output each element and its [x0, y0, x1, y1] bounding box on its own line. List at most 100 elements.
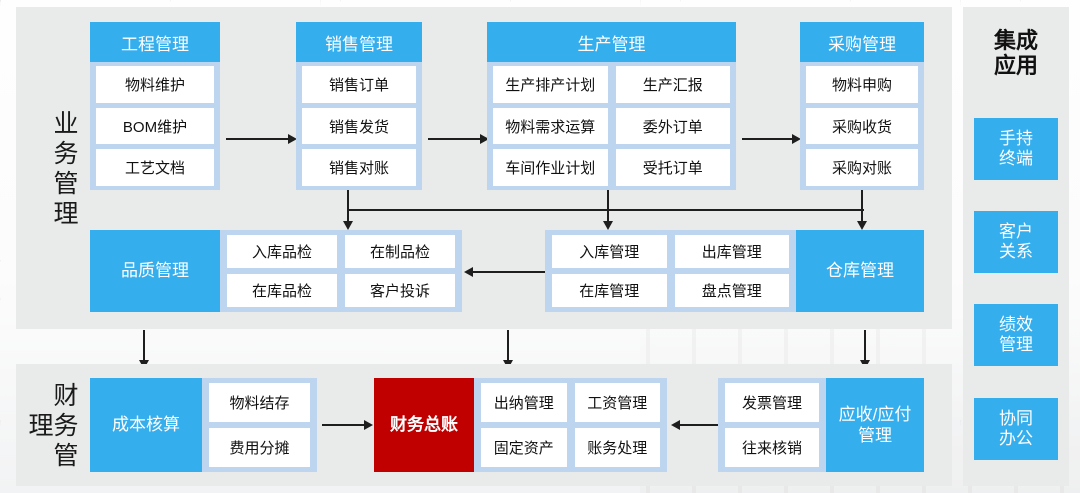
- table-row: 销售对账: [302, 149, 416, 187]
- module-purchase[interactable]: 采购管理 物料申购 采购收货 采购对账: [800, 22, 924, 190]
- list-item[interactable]: 费用分摊: [209, 428, 310, 467]
- arrow-head-right: [792, 134, 801, 144]
- table-row: 费用分摊: [209, 428, 310, 467]
- list-item[interactable]: 出纳管理: [481, 383, 567, 422]
- connector-warehouse-to-ledger: [507, 330, 509, 362]
- arrow-head-right: [288, 134, 297, 144]
- module-engineering-title: 工程管理: [90, 22, 220, 62]
- sidebar-item-performance-management[interactable]: 绩效 管理: [974, 304, 1058, 366]
- module-warehouse-items: 入库管理 出库管理 在库管理 盘点管理: [545, 230, 796, 312]
- business-management-label: 业务管理: [50, 110, 78, 230]
- list-item[interactable]: 客户投诉: [345, 274, 455, 307]
- module-purchase-title: 采购管理: [800, 22, 924, 62]
- module-cost[interactable]: 成本核算 物料结存 费用分摊: [90, 378, 317, 472]
- module-receivable-title-line1: 应收/应付: [838, 404, 912, 424]
- connector-drop-to-warehouse-left: [607, 209, 609, 223]
- table-row: BOM维护: [96, 107, 214, 145]
- list-item[interactable]: 工艺文档: [96, 149, 214, 187]
- sidebar-item-handheld-terminal[interactable]: 手持 终端: [974, 118, 1058, 180]
- sidebar-item-label-line2: 管理: [999, 335, 1033, 354]
- module-production[interactable]: 生产管理 生产排产计划 生产汇报 物料需求运算 委外订单 车间作业计划 受托订单: [487, 22, 736, 190]
- table-row: 物料维护: [96, 66, 214, 103]
- list-item[interactable]: 在库管理: [552, 274, 667, 307]
- list-item[interactable]: 销售对账: [302, 149, 416, 187]
- table-row: 发票管理: [725, 383, 819, 422]
- list-item[interactable]: 委外订单: [615, 107, 730, 145]
- module-production-title: 生产管理: [487, 22, 736, 62]
- list-item[interactable]: 受托订单: [615, 149, 730, 187]
- arrow-head-left: [464, 267, 473, 277]
- list-item[interactable]: 采购对账: [806, 149, 918, 187]
- module-cost-items: 物料结存 费用分摊: [202, 378, 317, 472]
- module-ledger-items: 出纳管理 工资管理 固定资产 账务处理: [474, 378, 667, 472]
- integrated-apps-title-line1: 集成: [993, 28, 1038, 53]
- module-production-items: 生产排产计划 生产汇报 物料需求运算 委外订单 车间作业计划 受托订单: [487, 62, 736, 190]
- connector-bus-row1: [348, 209, 864, 211]
- list-item[interactable]: 发票管理: [725, 383, 819, 422]
- list-item[interactable]: 工资管理: [574, 383, 660, 422]
- module-warehouse-title: 仓库管理: [796, 230, 924, 312]
- list-item[interactable]: 物料维护: [96, 66, 214, 103]
- sidebar-item-label-line2: 办公: [999, 429, 1033, 448]
- list-item[interactable]: 出库管理: [674, 235, 789, 268]
- list-item[interactable]: 销售发货: [302, 107, 416, 145]
- list-item[interactable]: 盘点管理: [674, 274, 789, 307]
- arrow-head-down: [343, 221, 353, 230]
- module-warehouse[interactable]: 入库管理 出库管理 在库管理 盘点管理 仓库管理: [545, 230, 924, 312]
- table-row: 入库管理 出库管理: [552, 235, 789, 268]
- list-item[interactable]: 物料需求运算: [493, 107, 608, 145]
- list-item[interactable]: 物料申购: [806, 66, 918, 103]
- list-item[interactable]: 账务处理: [574, 428, 660, 467]
- integrated-apps-title-line2: 应用: [993, 53, 1038, 79]
- module-quality-title: 品质管理: [90, 230, 220, 312]
- table-row: 固定资产 账务处理: [481, 428, 660, 467]
- list-item[interactable]: 生产排产计划: [493, 66, 608, 103]
- table-row: 在库品检 客户投诉: [227, 274, 455, 307]
- module-sales-title: 销售管理: [296, 22, 422, 62]
- table-row: 销售发货: [302, 107, 416, 145]
- module-quality[interactable]: 品质管理 入库品检 在制品检 在库品检 客户投诉: [90, 230, 462, 312]
- connector-cost-to-ledger: [322, 424, 364, 426]
- list-item[interactable]: 物料结存: [209, 383, 310, 422]
- list-item[interactable]: 在库品检: [227, 274, 337, 307]
- sidebar-item-collaborative-office[interactable]: 协同 办公: [974, 398, 1058, 460]
- module-engineering[interactable]: 工程管理 物料维护 BOM维护 工艺文档: [90, 22, 220, 190]
- module-receivable-items: 发票管理 往来核销: [718, 378, 826, 472]
- connector-sales-to-production: [428, 138, 480, 140]
- list-item[interactable]: 销售订单: [302, 66, 416, 103]
- module-cost-title: 成本核算: [90, 378, 202, 472]
- connector-stub-production-down: [607, 190, 609, 210]
- table-row: 采购收货: [806, 107, 918, 145]
- list-item[interactable]: 车间作业计划: [493, 149, 608, 187]
- list-item[interactable]: 往来核销: [725, 428, 819, 467]
- arrow-head-down: [603, 221, 613, 230]
- connector-stub-purchase-down: [861, 190, 863, 210]
- arrow-head-down: [857, 221, 867, 230]
- module-sales[interactable]: 销售管理 销售订单 销售发货 销售对账: [296, 22, 422, 190]
- sidebar-item-label-line2: 终端: [999, 149, 1033, 168]
- sidebar-item-customer-relations[interactable]: 客户 关系: [974, 211, 1058, 273]
- sidebar-item-label-line1: 客户: [999, 221, 1033, 241]
- connector-quality-to-cost: [143, 330, 145, 362]
- table-row: 物料结存: [209, 383, 310, 422]
- connector-warehouse-to-receivable: [864, 330, 866, 362]
- list-item[interactable]: 入库管理: [552, 235, 667, 268]
- module-ledger[interactable]: 财务总账 出纳管理 工资管理 固定资产 账务处理: [374, 378, 667, 472]
- table-row: 出纳管理 工资管理: [481, 383, 660, 422]
- module-engineering-items: 物料维护 BOM维护 工艺文档: [90, 62, 220, 190]
- connector-engineering-to-sales: [226, 138, 288, 140]
- table-row: 在库管理 盘点管理: [552, 274, 789, 307]
- table-row: 采购对账: [806, 149, 918, 187]
- list-item[interactable]: BOM维护: [96, 107, 214, 145]
- list-item[interactable]: 在制品检: [345, 235, 455, 268]
- list-item[interactable]: 生产汇报: [615, 66, 730, 103]
- connector-warehouse-to-quality: [473, 271, 545, 273]
- connector-stub-sales-down: [347, 190, 349, 210]
- list-item[interactable]: 采购收货: [806, 107, 918, 145]
- list-item[interactable]: 入库品检: [227, 235, 337, 268]
- module-receivable-title: 应收/应付 管理: [826, 378, 924, 472]
- table-row: 物料申购: [806, 66, 918, 103]
- module-receivable[interactable]: 发票管理 往来核销 应收/应付 管理: [718, 378, 924, 472]
- connector-drop-to-warehouse-right: [861, 209, 863, 223]
- list-item[interactable]: 固定资产: [481, 428, 567, 467]
